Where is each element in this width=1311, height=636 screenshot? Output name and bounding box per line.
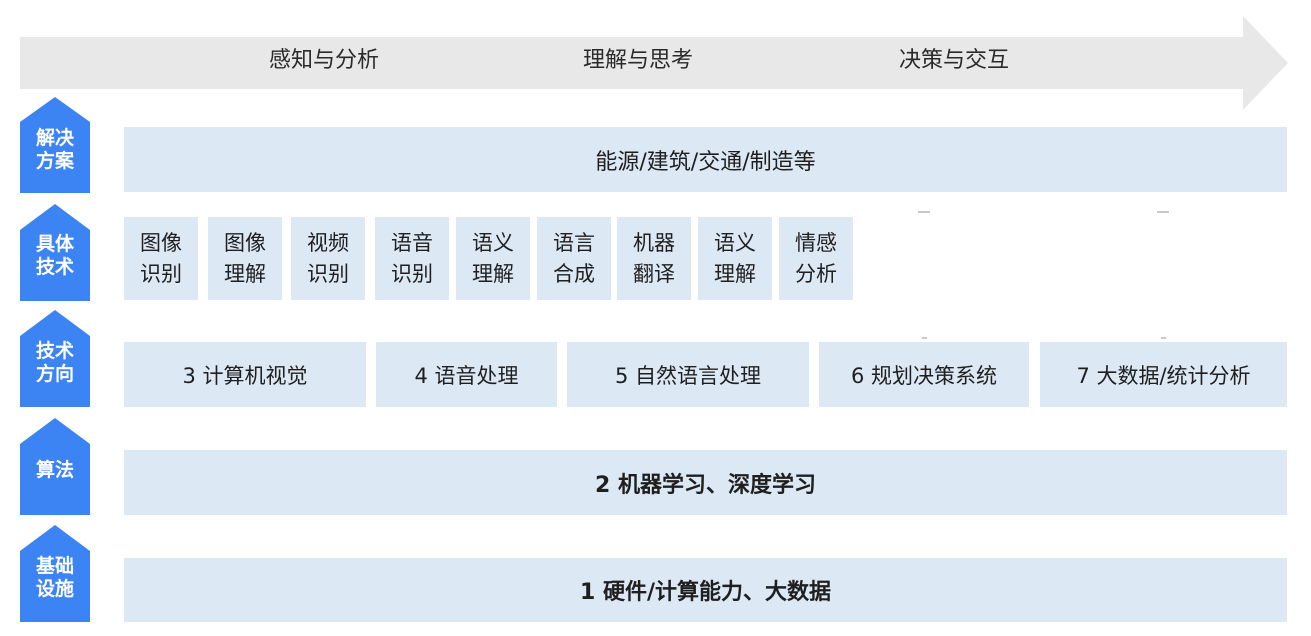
tech-item-image-understanding: 图像 理解 <box>208 217 282 300</box>
row-tag-infrastructure: 基础 设施 <box>20 525 90 622</box>
row-tag-label: 解决 方案 <box>35 127 74 172</box>
solutions-box: 能源/建筑/交通/制造等 <box>124 127 1287 192</box>
stage-label-perception: 感知与分析 <box>268 48 380 73</box>
divider-mark <box>1161 337 1166 339</box>
direction-big-data-statistics: 7 大数据/统计分析 <box>1040 342 1287 407</box>
row-tag-label: 基础 设施 <box>35 555 74 600</box>
direction-planning-decision: 6 规划决策系统 <box>819 342 1029 407</box>
row-tag-label: 具体 技术 <box>35 233 74 278</box>
tech-item-semantic-understanding: 语义 理解 <box>456 217 530 300</box>
row-tag-solutions: 解决 方案 <box>20 97 90 193</box>
row-tag-specific-tech: 具体 技术 <box>20 204 90 301</box>
row-tag-tech-direction: 技术 方向 <box>20 310 90 407</box>
row-tag-algorithm: 算法 <box>20 418 90 515</box>
direction-speech-processing: 4 语音处理 <box>376 342 557 407</box>
algorithm-box: 2 机器学习、深度学习 <box>124 450 1287 515</box>
infrastructure-box: 1 硬件/计算能力、大数据 <box>124 558 1287 622</box>
row-tag-label: 算法 <box>35 459 74 481</box>
tech-item-semantic-understanding-2: 语义 理解 <box>698 217 772 300</box>
stage-label-understanding: 理解与思考 <box>582 48 694 73</box>
direction-computer-vision: 3 计算机视觉 <box>124 342 366 407</box>
tech-item-speech-synthesis: 语言 合成 <box>537 217 611 300</box>
direction-nlp: 5 自然语言处理 <box>567 342 809 407</box>
divider-mark <box>922 337 927 339</box>
tech-item-machine-translation: 机器 翻译 <box>617 217 691 300</box>
tech-item-image-recognition: 图像 识别 <box>124 217 198 300</box>
divider-mark <box>1157 211 1169 213</box>
tech-item-sentiment-analysis: 情感 分析 <box>779 217 853 300</box>
row-tag-label: 技术 方向 <box>35 340 74 385</box>
tech-item-video-recognition: 视频 识别 <box>291 217 365 300</box>
tech-item-speech-recognition: 语音 识别 <box>375 217 449 300</box>
stage-label-decision: 决策与交互 <box>898 48 1010 73</box>
divider-mark <box>918 211 930 213</box>
